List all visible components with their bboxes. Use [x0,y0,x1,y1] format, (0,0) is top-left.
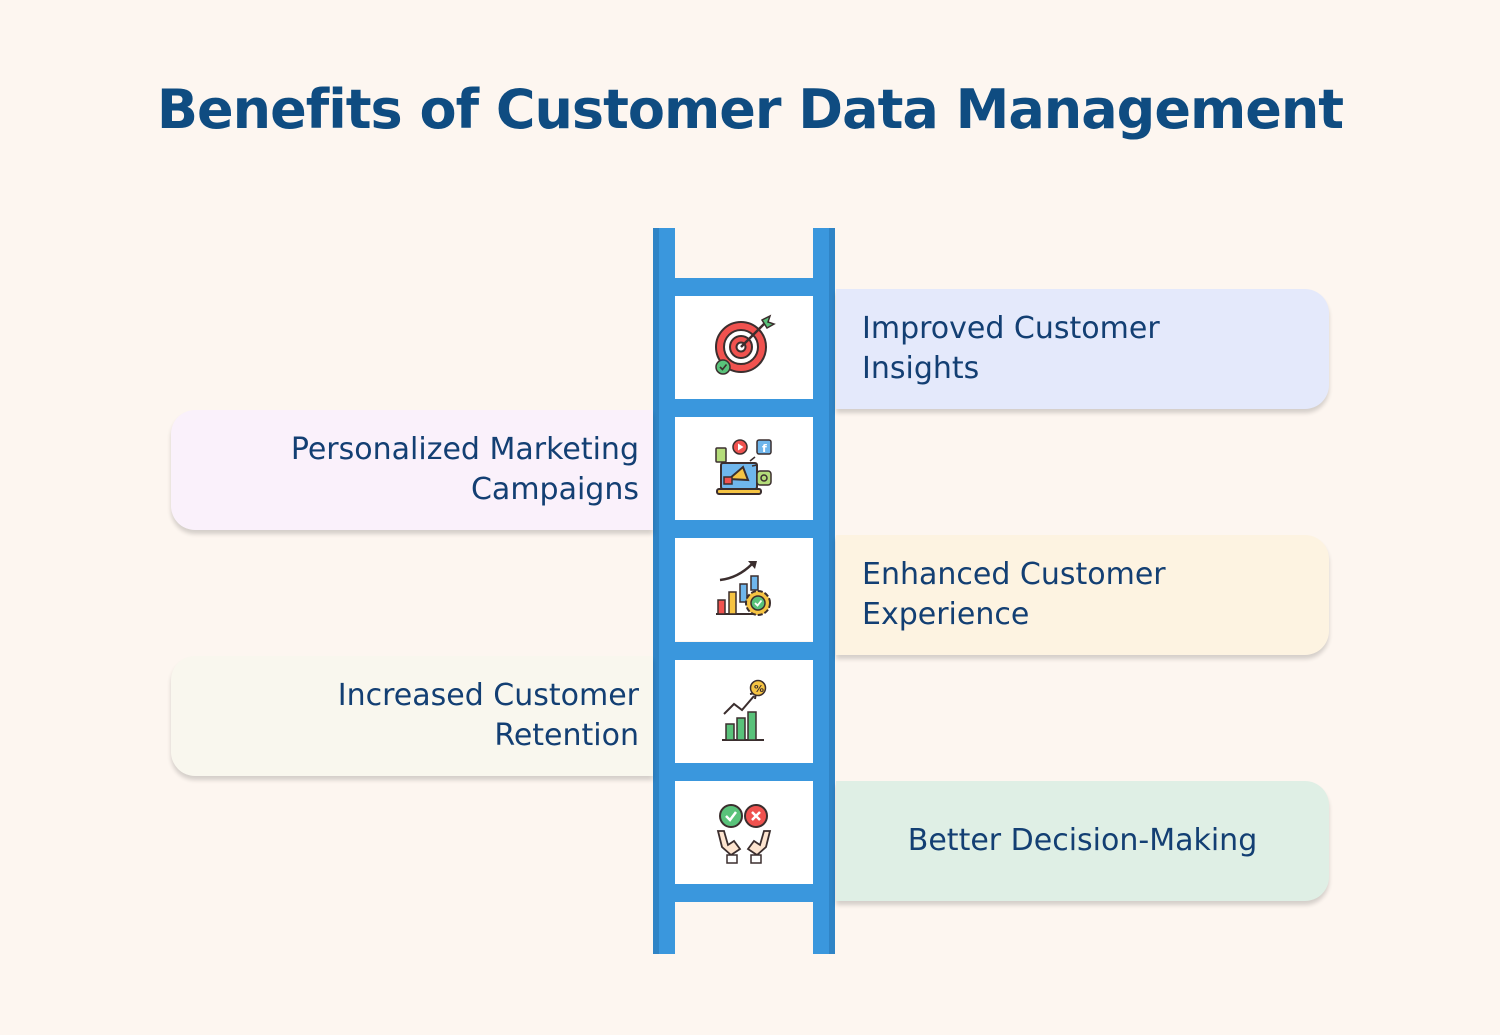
ladder-rung [665,763,823,781]
ladder-rung [665,278,823,296]
benefit-label-line: Increased Customer [337,678,639,713]
benefit-card-better-decisions: Better Decision-Making [836,781,1329,901]
benefit-label: Improved Customer Insights [862,309,1160,389]
benefit-label-line: Insights [862,351,980,386]
benefit-label-line: Personalized Marketing [290,432,639,467]
benefit-card-improved-insights: Improved Customer Insights [836,289,1329,409]
marketing-megaphone-icon: f [712,435,778,501]
bar-chart-percent-icon: % [712,678,778,744]
benefit-label-line: Improved Customer [862,311,1160,346]
benefit-label-line: Enhanced Customer [862,557,1166,592]
benefit-card-personalized-marketing: Personalized Marketing Campaigns [171,410,653,530]
ladder-rung [665,642,823,660]
ladder-rung [665,884,823,902]
benefit-label: Better Decision-Making [908,821,1257,861]
benefit-label-line: Retention [494,718,639,753]
hands-decision-icon [712,799,778,865]
ladder-step [675,781,813,884]
page-title: Benefits of Customer Data Management [156,78,1344,141]
benefit-label-line: Experience [862,597,1030,632]
ladder-rail-right [813,228,835,954]
benefit-label: Increased Customer Retention [338,676,639,756]
benefit-label: Enhanced Customer Experience [862,555,1166,635]
ladder-rung [665,399,823,417]
svg-text:f: f [762,442,767,455]
benefit-label-line: Campaigns [470,472,639,507]
benefit-label-line: Better Decision-Making [907,823,1258,858]
ladder-step [675,660,813,763]
benefit-label: Personalized Marketing Campaigns [291,430,639,510]
ladder-rung [665,520,823,538]
svg-text:%: % [754,684,764,695]
target-dart-icon [712,314,778,380]
ladder-rail-left [653,228,675,954]
growth-gear-icon [712,556,778,622]
benefit-card-increased-retention: Increased Customer Retention [171,656,653,776]
benefit-card-enhanced-experience: Enhanced Customer Experience [836,535,1329,655]
